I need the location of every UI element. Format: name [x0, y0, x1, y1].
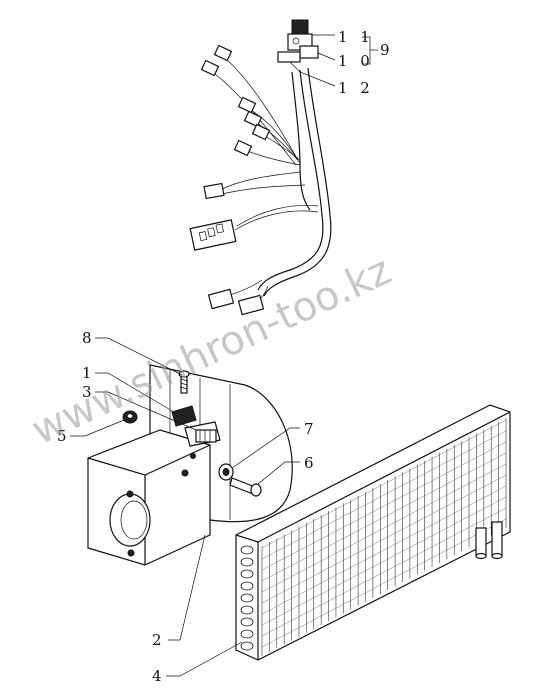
- connector-c: [237, 96, 257, 114]
- core-tube: [240, 557, 254, 567]
- callout-10: 1 0: [338, 52, 374, 70]
- callouts: 1 1 1 0 9 1 2 8 1 3 5 7 6 2 4: [57, 28, 390, 685]
- core-row: [261, 518, 507, 648]
- callout-4: 4: [152, 667, 162, 685]
- nut: [122, 410, 138, 424]
- leader-lines: [70, 34, 378, 677]
- core-tube: [240, 641, 254, 651]
- heater-core: [235, 404, 511, 661]
- connector-b: [200, 59, 220, 77]
- resistor: [184, 421, 221, 447]
- connector-d: [243, 110, 263, 128]
- callout-6: 6: [304, 454, 314, 472]
- blower-housing: [87, 429, 211, 566]
- connector-g: [203, 182, 225, 200]
- washer: [218, 463, 234, 481]
- core-row: [261, 496, 507, 626]
- callout-2: 2: [152, 631, 162, 649]
- callout-9: 9: [380, 41, 390, 59]
- callout-3: 3: [82, 383, 92, 401]
- heater-core-tubes: [240, 545, 254, 651]
- core-row: [261, 485, 507, 615]
- core-tube: [240, 581, 254, 591]
- callout-1: 1: [82, 364, 92, 382]
- screw: [178, 370, 190, 394]
- blower-assembly: [87, 364, 293, 566]
- core-tube: [240, 545, 254, 555]
- core-row: [261, 452, 507, 582]
- wiring-harness: [189, 19, 332, 316]
- heater-core-fins: [261, 418, 507, 656]
- connector-e: [251, 123, 271, 141]
- core-tube: [240, 617, 254, 627]
- gasket: [171, 405, 197, 427]
- callout-8: 8: [82, 329, 92, 347]
- connector-i: [237, 294, 265, 316]
- core-row: [261, 474, 507, 604]
- connector-a: [213, 44, 233, 62]
- callout-11: 1 1: [338, 28, 374, 46]
- callout-12: 1 2: [338, 79, 374, 97]
- multi-pin-connector: [189, 219, 237, 251]
- bolt: [229, 477, 262, 497]
- core-tube: [240, 605, 254, 615]
- heater-core-pipes: [475, 521, 503, 560]
- core-tube: [240, 593, 254, 603]
- core-tube: [240, 569, 254, 579]
- core-row: [261, 441, 507, 571]
- connector-h: [207, 288, 235, 310]
- core-row: [261, 419, 507, 549]
- callout-5: 5: [57, 427, 67, 445]
- connector-f: [233, 139, 253, 157]
- core-row: [261, 507, 507, 637]
- connector-switch: [277, 19, 319, 63]
- core-row: [261, 463, 507, 593]
- callout-7: 7: [304, 420, 314, 438]
- core-row: [261, 430, 507, 560]
- core-tube: [240, 629, 254, 639]
